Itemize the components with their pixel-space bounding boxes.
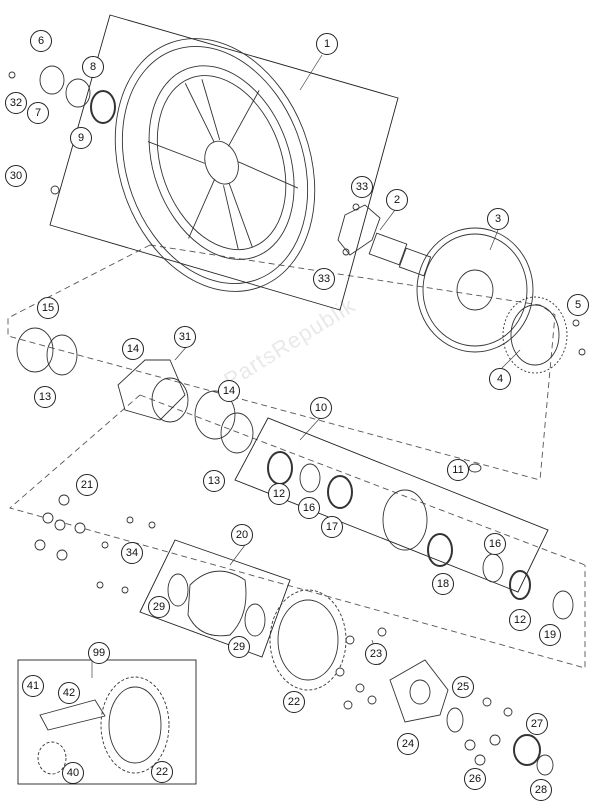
callout-20[interactable]: 20 <box>231 524 253 546</box>
bearing <box>327 475 353 509</box>
disc-carrier-frame <box>139 539 291 658</box>
callout-41[interactable]: 41 <box>22 675 44 697</box>
sprocket-inner <box>277 599 339 681</box>
disc-carrier <box>187 570 247 637</box>
callout-30[interactable]: 30 <box>5 165 27 187</box>
callout-2[interactable]: 2 <box>386 189 408 211</box>
hub-body <box>382 489 428 551</box>
callout-22a[interactable]: 22 <box>283 691 305 713</box>
hub-flange <box>337 203 432 277</box>
callout-34[interactable]: 34 <box>121 542 143 564</box>
callout-29a[interactable]: 29 <box>148 596 170 618</box>
seal-ring <box>90 90 116 124</box>
abs-ring <box>502 296 568 374</box>
callout-7[interactable]: 7 <box>27 102 49 124</box>
callout-42[interactable]: 42 <box>58 682 80 704</box>
hub-bore <box>409 679 431 705</box>
seal <box>220 412 254 454</box>
bearing-set-frame <box>234 417 549 593</box>
callout-14b[interactable]: 14 <box>218 380 240 402</box>
callout-4[interactable]: 4 <box>489 368 511 390</box>
callout-18[interactable]: 18 <box>432 573 454 595</box>
callout-33b[interactable]: 33 <box>313 268 335 290</box>
bearing <box>513 734 541 766</box>
callout-13a[interactable]: 13 <box>34 386 56 408</box>
brake-disc <box>416 227 534 353</box>
callout-26[interactable]: 26 <box>464 768 486 790</box>
callout-23[interactable]: 23 <box>365 643 387 665</box>
callout-16b[interactable]: 16 <box>484 533 506 555</box>
callout-12a[interactable]: 12 <box>268 483 290 505</box>
wheel-rim <box>114 38 316 292</box>
dashed-assembly-lines <box>7 244 586 669</box>
callout-1[interactable]: 1 <box>316 33 338 55</box>
callout-32[interactable]: 32 <box>5 92 27 114</box>
callout-25[interactable]: 25 <box>452 676 474 698</box>
sprocket-carrier <box>389 659 449 723</box>
callout-14a[interactable]: 14 <box>122 338 144 360</box>
callout-11[interactable]: 11 <box>447 459 469 481</box>
callout-3[interactable]: 3 <box>487 208 509 230</box>
callout-12b[interactable]: 12 <box>509 609 531 631</box>
caliper-bracket <box>117 359 186 421</box>
callout-19[interactable]: 19 <box>539 624 561 646</box>
sprocket <box>100 676 170 774</box>
callout-5[interactable]: 5 <box>567 294 589 316</box>
callout-16a[interactable]: 16 <box>298 497 320 519</box>
callout-15[interactable]: 15 <box>37 297 59 319</box>
callout-10[interactable]: 10 <box>310 397 332 419</box>
callout-8[interactable]: 8 <box>82 56 104 78</box>
spacer <box>244 603 266 637</box>
spacer <box>482 553 504 583</box>
spacer <box>299 463 321 493</box>
screw <box>468 463 482 473</box>
seal <box>16 327 54 373</box>
fasteners <box>34 319 586 766</box>
sprocket-inner <box>108 686 162 764</box>
callout-9[interactable]: 9 <box>70 127 92 149</box>
callout-40[interactable]: 40 <box>62 762 84 784</box>
callout-6[interactable]: 6 <box>30 30 52 52</box>
bearing <box>427 533 453 567</box>
callout-22b[interactable]: 22 <box>151 761 173 783</box>
chain-section <box>39 699 106 731</box>
circlip <box>536 754 554 776</box>
callout-28[interactable]: 28 <box>530 779 552 801</box>
caliper-spacer <box>151 377 189 423</box>
sprocket <box>269 589 347 691</box>
spacer <box>446 707 464 733</box>
callout-21[interactable]: 21 <box>76 474 98 496</box>
seal <box>194 390 236 440</box>
seal <box>46 334 78 376</box>
spacer <box>552 590 574 620</box>
front-sprocket <box>37 741 67 775</box>
bearing <box>267 451 293 485</box>
seal <box>509 570 531 600</box>
callout-13b[interactable]: 13 <box>203 470 225 492</box>
rim-frame <box>49 14 399 311</box>
callout-33a[interactable]: 33 <box>351 176 373 198</box>
callout-31[interactable]: 31 <box>174 326 196 348</box>
callout-24[interactable]: 24 <box>397 733 419 755</box>
screw <box>8 71 16 79</box>
callout-99[interactable]: 99 <box>88 642 110 664</box>
valve <box>50 185 60 195</box>
callout-27[interactable]: 27 <box>526 713 548 735</box>
bearing-cover <box>39 65 65 95</box>
callout-29b[interactable]: 29 <box>228 636 250 658</box>
oring <box>65 78 91 108</box>
spacer <box>167 573 189 607</box>
callout-17[interactable]: 17 <box>321 516 343 538</box>
